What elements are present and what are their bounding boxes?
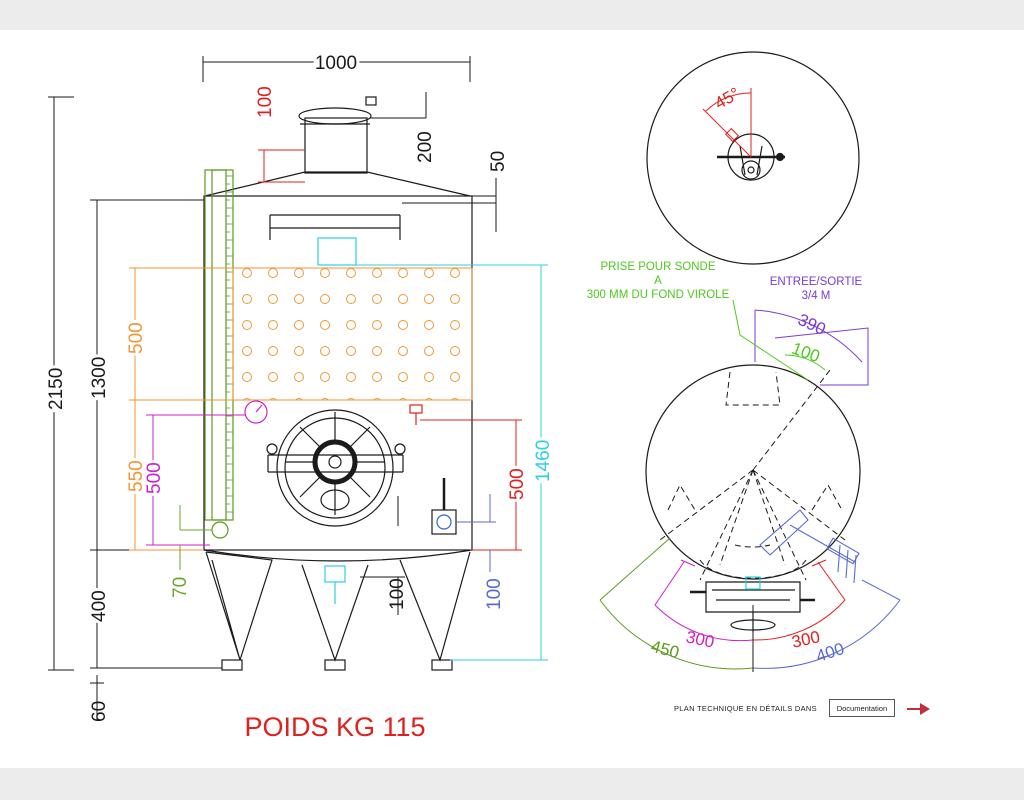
dim-width-top: 1000 [315, 53, 357, 74]
dim-lower-band: 550 [126, 460, 147, 492]
dim-arc-450: 450 [649, 637, 681, 663]
door-sight-glass [320, 489, 350, 511]
door-bar [267, 454, 404, 473]
side-inlet-valve [759, 509, 860, 584]
dim-level-offset: 70 [170, 577, 191, 598]
dim-total-height: 2150 [46, 368, 67, 410]
door-ring-outer [276, 409, 394, 527]
documentation-caption: PLAN TECHNIQUE EN DÉTAILS DANS [674, 703, 817, 713]
cooling-jacket [232, 267, 473, 401]
foot-left [221, 659, 243, 671]
dimension-labels: 1000 100 200 50 2150 1300 500 550 500 50… [43, 50, 557, 722]
dim-arc-300-left: 300 [684, 627, 716, 651]
tank-plan-view-top [646, 51, 860, 265]
dim-body-height: 1300 [89, 357, 110, 399]
door-center [328, 455, 342, 469]
manway-neck [304, 117, 368, 174]
tank-bottom [203, 549, 473, 562]
documentation-row: PLAN TECHNIQUE EN DÉTAILS DANS Documenta… [674, 698, 895, 718]
tank-elevation-view [203, 96, 473, 671]
foot-middle [324, 659, 346, 671]
dim-drain-offset: 100 [387, 578, 408, 610]
top-plan-outline [646, 51, 860, 265]
level-gauge [204, 169, 234, 539]
dim-outlet-height: 1460 [533, 440, 554, 482]
top-manway-inner [741, 160, 761, 180]
dimension-lines [48, 56, 548, 720]
sample-valve [409, 404, 423, 425]
documentation-button[interactable]: Documentation [828, 699, 895, 717]
probe-note-line-1: PRISE POUR SONDE [600, 261, 715, 273]
dim-valve-offset: 100 [484, 578, 505, 610]
dim-door-height-right: 500 [507, 468, 528, 500]
nameplate [317, 237, 357, 266]
probe-note-line-2: A [654, 275, 662, 287]
inlet-note-line-2: 3/4 M [802, 290, 831, 302]
leg-right [399, 551, 471, 662]
drawing-sheet [0, 30, 1024, 768]
weight-label: POIDS KG 115 [244, 712, 425, 742]
manway-lid [298, 107, 372, 125]
dim-door-height-left: 500 [144, 462, 165, 494]
top-bracket [269, 214, 401, 240]
dim-lid-height: 100 [255, 86, 276, 118]
drain-valve [324, 565, 346, 583]
arrow-right-icon[interactable] [906, 702, 932, 716]
outlet-valve-plate [431, 509, 457, 535]
probe-note-line-3: 300 MM DU FOND VIROLE [587, 289, 730, 301]
foot-right [431, 659, 453, 671]
leg-middle [301, 564, 369, 662]
dim-legs-height: 400 [89, 590, 110, 622]
bottom-drain-assembly [705, 581, 801, 613]
dim-jacket-height: 500 [126, 322, 147, 354]
tank-roof [204, 171, 471, 197]
level-gauge-scale [226, 175, 233, 513]
arc-dimensions [599, 299, 901, 672]
dim-neck-height: 200 [415, 131, 436, 163]
dim-arc-100: 100 [789, 339, 822, 367]
plan-labels: PRISE POUR SONDE A 300 MM DU FOND VIROLE… [587, 261, 863, 302]
lid-hinge [365, 96, 377, 106]
bottom-plan-outline [645, 364, 861, 580]
door-hub [312, 439, 358, 485]
angle-indicator [702, 88, 752, 158]
leg-left [205, 551, 273, 661]
bottom-drain-marker [745, 576, 761, 590]
inlet-note-line-1: ENTREE/SORTIE [770, 276, 863, 288]
door-spokes [285, 412, 385, 515]
dim-arc-390: 390 [795, 310, 829, 339]
thermometer [244, 400, 268, 424]
hidden-lines [659, 369, 846, 581]
dim-cone-height: 50 [488, 151, 509, 172]
angle-label: 45° [711, 84, 743, 113]
dim-feet-height: 60 [89, 701, 110, 722]
